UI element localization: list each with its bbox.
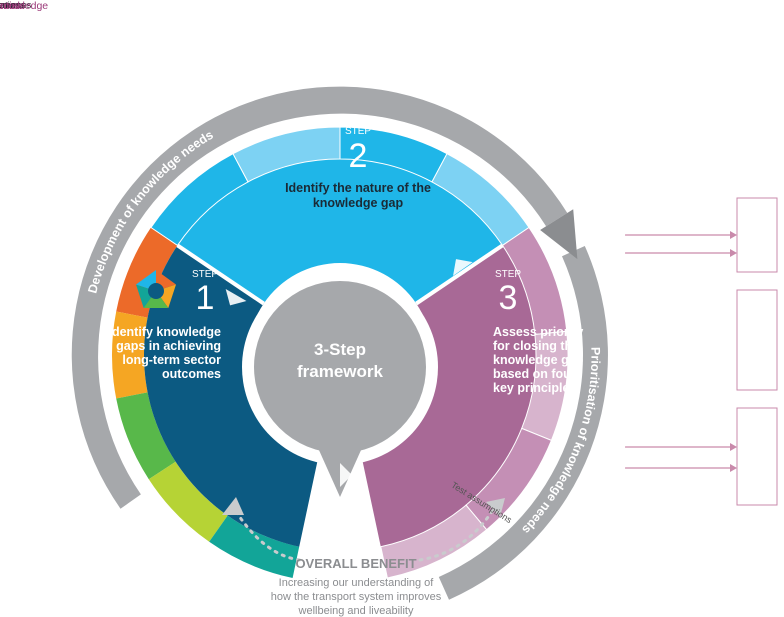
flow-arrow-1 — [453, 259, 473, 276]
benefit-arrow-right — [486, 498, 505, 517]
step2-step-word: STEP — [345, 126, 371, 137]
outcome-label-4: Inclusiveaccess — [0, 0, 18, 10]
step1-number: 1 — [196, 279, 215, 317]
principle-label-0: Impact — [0, 0, 15, 1]
outcome-stage-label-1: Assessingoutcomes — [0, 0, 22, 11]
outcome-tab-4 — [209, 515, 300, 578]
outcome-tab-1 — [112, 311, 148, 399]
outcome-stage-label-3: Balancingoutcomes — [0, 0, 21, 11]
principle-label-3: Strategic value — [0, 0, 31, 1]
side-box-0 — [736, 197, 778, 273]
side-box-label-2: Probabilityof success — [0, 0, 25, 12]
separator-0 — [176, 243, 265, 306]
outcome-label-1: Resilienceand security — [0, 0, 25, 10]
outcome-label-3: Healthy andsafe people — [0, 0, 24, 10]
flow-arrow-2 — [340, 463, 352, 487]
step1-panel — [143, 245, 321, 547]
step3-panel — [359, 245, 537, 547]
outcome-stage-label-2: Deliveringoutcomes — [0, 0, 21, 11]
side-box-2 — [736, 407, 778, 506]
outer-arc-prioritisation — [438, 246, 608, 600]
side-box-1 — [736, 289, 778, 391]
step3-step-word: STEP — [495, 269, 521, 280]
benefit-dotted-right — [418, 503, 498, 562]
outcome-label-2: Environmentalsustainability — [0, 0, 29, 10]
step2-panel — [177, 158, 503, 304]
outcome-tab-0 — [116, 227, 178, 318]
step1-step-word: STEP — [192, 269, 218, 280]
development-arrow-head — [540, 209, 578, 260]
step1-logo — [136, 270, 176, 308]
side-box-label-0: Knowledgepotential — [0, 0, 26, 12]
step3-number: 3 — [499, 279, 518, 317]
flow-arrow-0 — [225, 289, 247, 306]
principle-label-2: Access to theright resources — [0, 0, 32, 11]
outcome-label-0: EconomicProsperity — [0, 0, 21, 10]
benefit-arrow-left — [222, 497, 244, 515]
outcome-tab-3 — [148, 461, 228, 542]
outcome-tab-2 — [116, 392, 176, 480]
principle-tab-3 — [380, 504, 488, 579]
separator-1 — [415, 243, 504, 306]
benefit-title: OVERALL BENEFIT — [295, 556, 416, 571]
outer-arc-development — [71, 86, 568, 509]
step2-number: 2 — [349, 137, 368, 175]
side-box-label-1: Expected benefitsfrom new knowledge — [0, 0, 48, 12]
outcome-stage-label-0: Definingoutcomes — [0, 0, 21, 11]
principle-label-1: Breadth ofapplications — [0, 0, 25, 11]
center-circle — [254, 281, 426, 453]
